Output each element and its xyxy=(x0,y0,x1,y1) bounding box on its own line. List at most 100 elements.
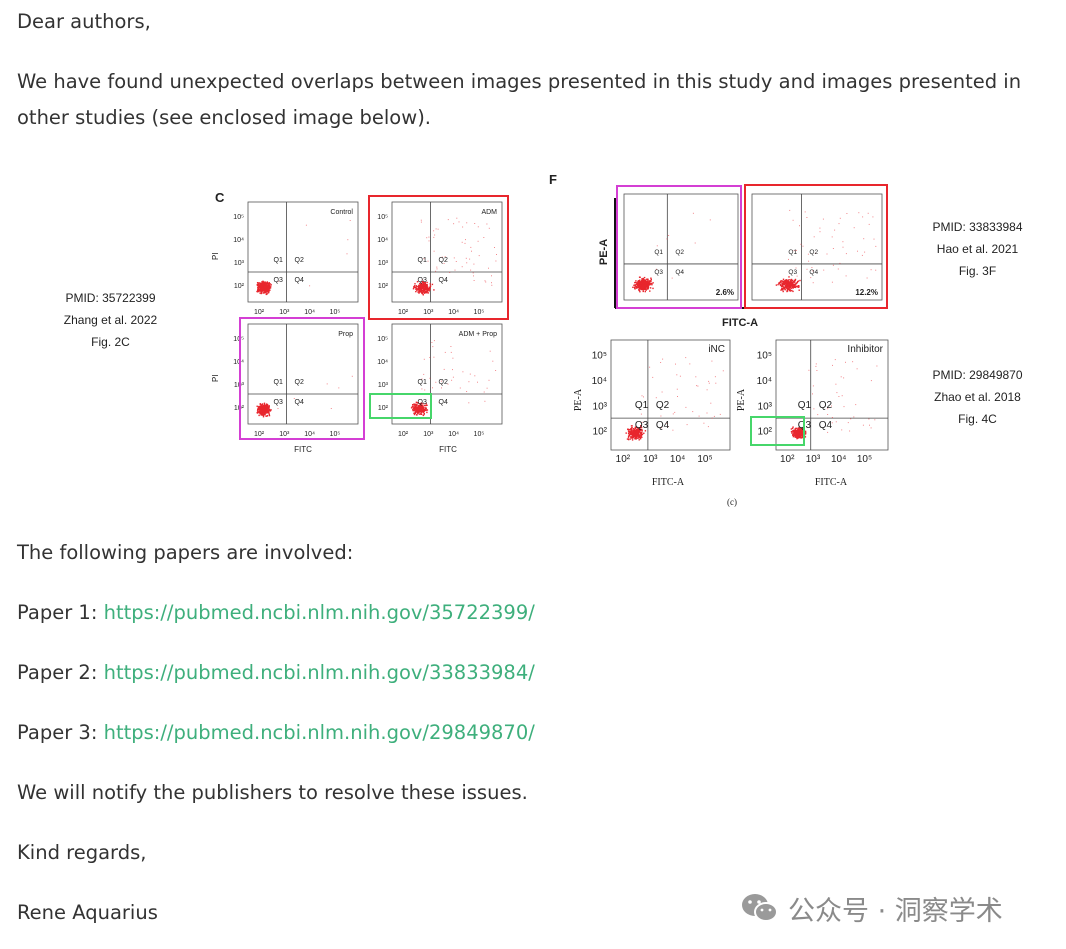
event-dot xyxy=(786,290,789,292)
event-dot xyxy=(261,282,263,284)
event-dot xyxy=(643,276,646,279)
event-dot xyxy=(797,437,799,439)
event-dot xyxy=(435,228,437,230)
event-dot xyxy=(660,415,662,417)
event-dot xyxy=(423,358,425,360)
x-tick-label: 10⁵ xyxy=(474,431,485,438)
event-dot xyxy=(266,289,268,292)
event-dot xyxy=(263,414,265,417)
event-dot xyxy=(791,281,793,283)
event-dot xyxy=(839,217,841,219)
zhang-y-label-bottom: PI xyxy=(211,374,220,382)
event-dot xyxy=(642,283,644,285)
event-dot xyxy=(677,396,678,397)
event-dot xyxy=(807,253,809,255)
event-dot xyxy=(422,407,425,409)
event-dot xyxy=(637,286,639,289)
event-dot xyxy=(789,279,791,281)
event-dot xyxy=(788,285,790,288)
event-dot xyxy=(425,407,427,409)
event-dot xyxy=(424,389,426,391)
event-dot xyxy=(422,408,424,410)
event-dot xyxy=(793,434,796,436)
event-dot xyxy=(426,292,428,294)
quadrant-label-q2: Q2 xyxy=(819,400,833,411)
event-dot xyxy=(419,403,422,405)
event-dot xyxy=(853,227,855,229)
event-dot xyxy=(838,223,840,225)
event-dot xyxy=(422,410,424,412)
event-dot xyxy=(788,258,789,260)
event-dot xyxy=(420,219,422,221)
event-dot xyxy=(845,275,847,277)
event-dot xyxy=(414,286,416,289)
event-dot xyxy=(672,413,674,415)
paper-3-link[interactable]: https://pubmed.ncbi.nlm.nih.gov/29849870… xyxy=(103,721,535,744)
event-dot xyxy=(796,433,799,435)
event-dot xyxy=(263,412,265,415)
event-dot xyxy=(782,286,785,288)
event-dot xyxy=(630,430,633,432)
event-dot xyxy=(644,288,647,290)
event-dot xyxy=(661,391,663,393)
event-dot xyxy=(638,434,640,436)
event-dot xyxy=(686,424,688,426)
event-dot xyxy=(636,435,638,437)
event-dot xyxy=(265,291,267,293)
event-dot xyxy=(635,432,637,435)
event-dot xyxy=(789,288,791,291)
event-dot xyxy=(831,236,833,238)
event-dot xyxy=(866,277,868,279)
event-dot xyxy=(649,283,651,286)
event-dot xyxy=(632,428,635,430)
event-dot xyxy=(421,279,423,281)
paper-1-link[interactable]: https://pubmed.ncbi.nlm.nih.gov/35722399… xyxy=(103,601,535,624)
event-dot xyxy=(483,391,485,393)
x-tick-label: 10⁵ xyxy=(474,309,485,316)
event-dot xyxy=(783,283,785,285)
event-dot xyxy=(639,285,641,288)
event-dot xyxy=(495,370,497,371)
x-tick-label: 10³ xyxy=(279,431,290,438)
event-dot xyxy=(440,380,442,382)
event-dot xyxy=(266,289,269,292)
event-dot xyxy=(633,433,635,436)
event-dot xyxy=(638,288,641,290)
event-dot xyxy=(491,282,492,284)
event-dot xyxy=(813,236,815,238)
event-dot xyxy=(835,421,837,423)
event-dot xyxy=(258,414,260,417)
highlight-magenta-box xyxy=(239,317,365,440)
event-dot xyxy=(641,429,643,431)
event-dot xyxy=(422,286,425,288)
event-dot xyxy=(266,403,268,405)
event-dot xyxy=(347,239,349,241)
event-dot xyxy=(799,427,801,430)
event-dot xyxy=(421,292,424,294)
event-dot xyxy=(461,266,463,268)
event-dot xyxy=(796,282,798,284)
event-dot xyxy=(261,288,263,290)
event-dot xyxy=(431,283,434,286)
event-dot xyxy=(802,434,804,437)
event-dot xyxy=(644,287,646,289)
event-dot xyxy=(784,285,787,287)
event-dot xyxy=(270,285,272,287)
paper-2-line: Paper 2: https://pubmed.ncbi.nlm.nih.gov… xyxy=(17,655,535,691)
event-dot xyxy=(643,285,645,287)
event-dot xyxy=(789,290,792,292)
event-dot xyxy=(465,239,466,241)
event-dot xyxy=(633,284,635,286)
paper-2-link[interactable]: https://pubmed.ncbi.nlm.nih.gov/33833984… xyxy=(103,661,535,684)
event-dot xyxy=(424,290,427,292)
event-dot xyxy=(421,284,423,286)
event-dot xyxy=(420,413,423,415)
event-dot xyxy=(417,287,420,289)
event-dot xyxy=(422,409,424,411)
event-dot xyxy=(418,410,420,412)
event-dot xyxy=(801,429,803,431)
event-dot xyxy=(424,281,426,284)
event-dot xyxy=(419,413,422,415)
quadrant-label-q4: Q4 xyxy=(675,269,684,276)
x-tick-label: 10⁴ xyxy=(831,454,846,465)
